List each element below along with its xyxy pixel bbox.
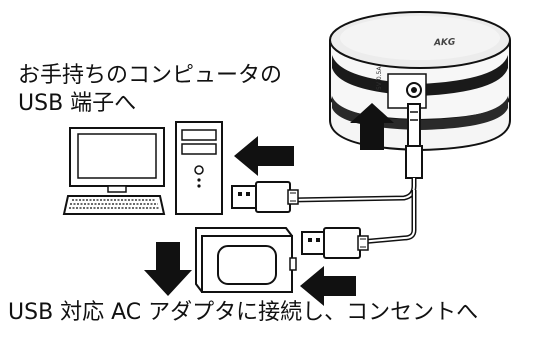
speaker-device: [329, 11, 511, 152]
port-label: 5V 0.5A: [376, 66, 383, 90]
computer-caption-line1: お手持ちのコンピュータの: [18, 63, 283, 88]
usb-plug-icon: [231, 181, 299, 213]
adapter-caption: USB 対応 AC アダプタに接続し、コンセントへ: [8, 300, 479, 325]
computer-icon: [62, 121, 223, 215]
brand-logo: AKG: [433, 37, 456, 49]
arrow-left-adapter-icon: [300, 266, 356, 306]
keyboard: [62, 195, 166, 215]
arrow-down-icon: [144, 242, 192, 296]
ac-adapter-icon: [195, 227, 297, 293]
usb-plug-adapter-icon: [301, 227, 369, 259]
device-cable: [289, 103, 423, 245]
computer-caption: お手持ちのコンピュータの USB 端子へ: [18, 62, 282, 118]
arrow-up-icon: [350, 103, 394, 150]
computer-caption-line2: USB 端子へ: [18, 91, 137, 116]
adapter-outlet: [217, 245, 277, 285]
arrow-left-icon: [234, 136, 294, 176]
